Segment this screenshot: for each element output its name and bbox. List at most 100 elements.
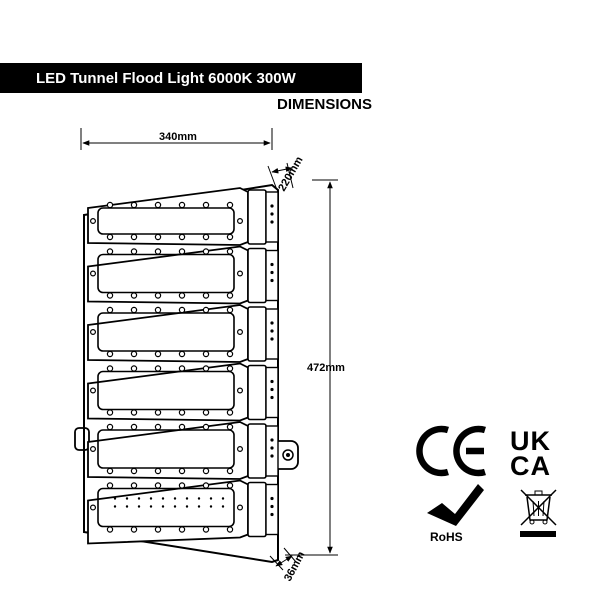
ce-mark: CE xyxy=(416,425,486,477)
led-chip xyxy=(137,505,141,508)
vent-dot xyxy=(270,387,274,392)
screw xyxy=(106,233,114,241)
screw xyxy=(202,306,210,314)
vent-dot xyxy=(270,212,274,216)
led-module xyxy=(87,479,279,545)
vent-dot xyxy=(270,512,274,517)
screw xyxy=(237,446,244,453)
screw xyxy=(154,409,162,416)
vent-dot xyxy=(270,438,274,442)
led-module xyxy=(87,304,279,363)
product-title: LED Tunnel Flood Light 6000K 300W xyxy=(36,69,296,87)
screw xyxy=(89,387,96,394)
led-chip xyxy=(173,497,177,500)
screw xyxy=(106,365,114,372)
screw xyxy=(226,409,234,416)
module-lens xyxy=(97,487,235,528)
screw xyxy=(178,201,186,209)
led-chip xyxy=(137,497,141,500)
screw xyxy=(178,248,186,255)
led-chip xyxy=(125,497,129,500)
led-chip xyxy=(221,497,225,500)
screw xyxy=(130,365,138,372)
module-side-plate xyxy=(265,483,279,536)
flood-light-fixture xyxy=(74,183,299,564)
screw xyxy=(226,306,234,314)
screw xyxy=(226,350,234,358)
led-chip xyxy=(185,497,189,500)
screw xyxy=(178,409,186,416)
screw xyxy=(226,467,234,475)
screw xyxy=(226,526,234,533)
width-label: 340mm xyxy=(159,131,197,143)
depth-label: 220mm xyxy=(276,154,305,193)
module-heatsink xyxy=(247,306,267,362)
vent-dot xyxy=(270,262,274,267)
vent-dot xyxy=(270,454,274,458)
led-chip xyxy=(209,505,213,508)
screw xyxy=(226,233,234,241)
module-heatsink xyxy=(247,364,267,421)
screw xyxy=(237,504,244,511)
screw xyxy=(154,292,162,299)
screw xyxy=(226,292,234,299)
screw xyxy=(178,306,186,314)
vent-dot xyxy=(270,337,274,341)
screw xyxy=(178,423,186,431)
mounting-bracket xyxy=(83,183,279,564)
screw xyxy=(154,233,162,241)
screw xyxy=(106,306,114,314)
screw xyxy=(130,409,138,416)
screw xyxy=(154,201,162,209)
module-heatsink xyxy=(247,247,267,304)
screw xyxy=(89,270,96,277)
module-side-plate xyxy=(265,425,279,477)
vent-dot xyxy=(270,446,274,450)
width-dimension: 340mm xyxy=(80,128,273,150)
height-label: 472mm xyxy=(307,362,345,374)
ukca-top-label: UK xyxy=(510,426,551,456)
screw xyxy=(154,365,162,372)
led-chip xyxy=(149,505,153,508)
screw xyxy=(226,423,234,431)
vent-dot xyxy=(270,278,274,283)
screw xyxy=(130,201,138,209)
title-bar: LED Tunnel Flood Light 6000K 300W xyxy=(0,63,362,93)
module-side-plate xyxy=(265,366,279,419)
screw xyxy=(226,201,234,209)
screw xyxy=(130,233,138,241)
module-heatsink xyxy=(247,189,267,245)
led-chip xyxy=(161,497,165,500)
led-chip xyxy=(125,505,129,508)
module-side-plate xyxy=(265,308,279,360)
screw xyxy=(106,423,114,431)
module-side-plate xyxy=(265,249,279,302)
screw xyxy=(237,329,244,336)
screw xyxy=(106,248,114,255)
led-chip xyxy=(197,505,201,508)
screw xyxy=(106,292,114,299)
led-chip xyxy=(197,497,201,500)
screw xyxy=(130,482,138,489)
module-heatsink xyxy=(247,423,267,479)
screw xyxy=(226,482,234,489)
screw xyxy=(202,201,210,209)
screw xyxy=(106,350,114,358)
vent-dot xyxy=(270,321,274,325)
screw xyxy=(154,306,162,314)
led-chip xyxy=(173,505,177,508)
screw xyxy=(202,292,210,299)
screw xyxy=(106,467,114,475)
screw xyxy=(130,292,138,299)
screw xyxy=(130,306,138,314)
led-chip xyxy=(113,505,117,508)
led-chip xyxy=(161,505,165,508)
screw xyxy=(106,409,114,416)
screw xyxy=(106,526,114,533)
module-lens xyxy=(97,370,235,411)
weee-bin-icon xyxy=(520,489,557,537)
screw xyxy=(226,248,234,255)
vent-dot xyxy=(270,496,274,501)
screw xyxy=(202,467,210,475)
